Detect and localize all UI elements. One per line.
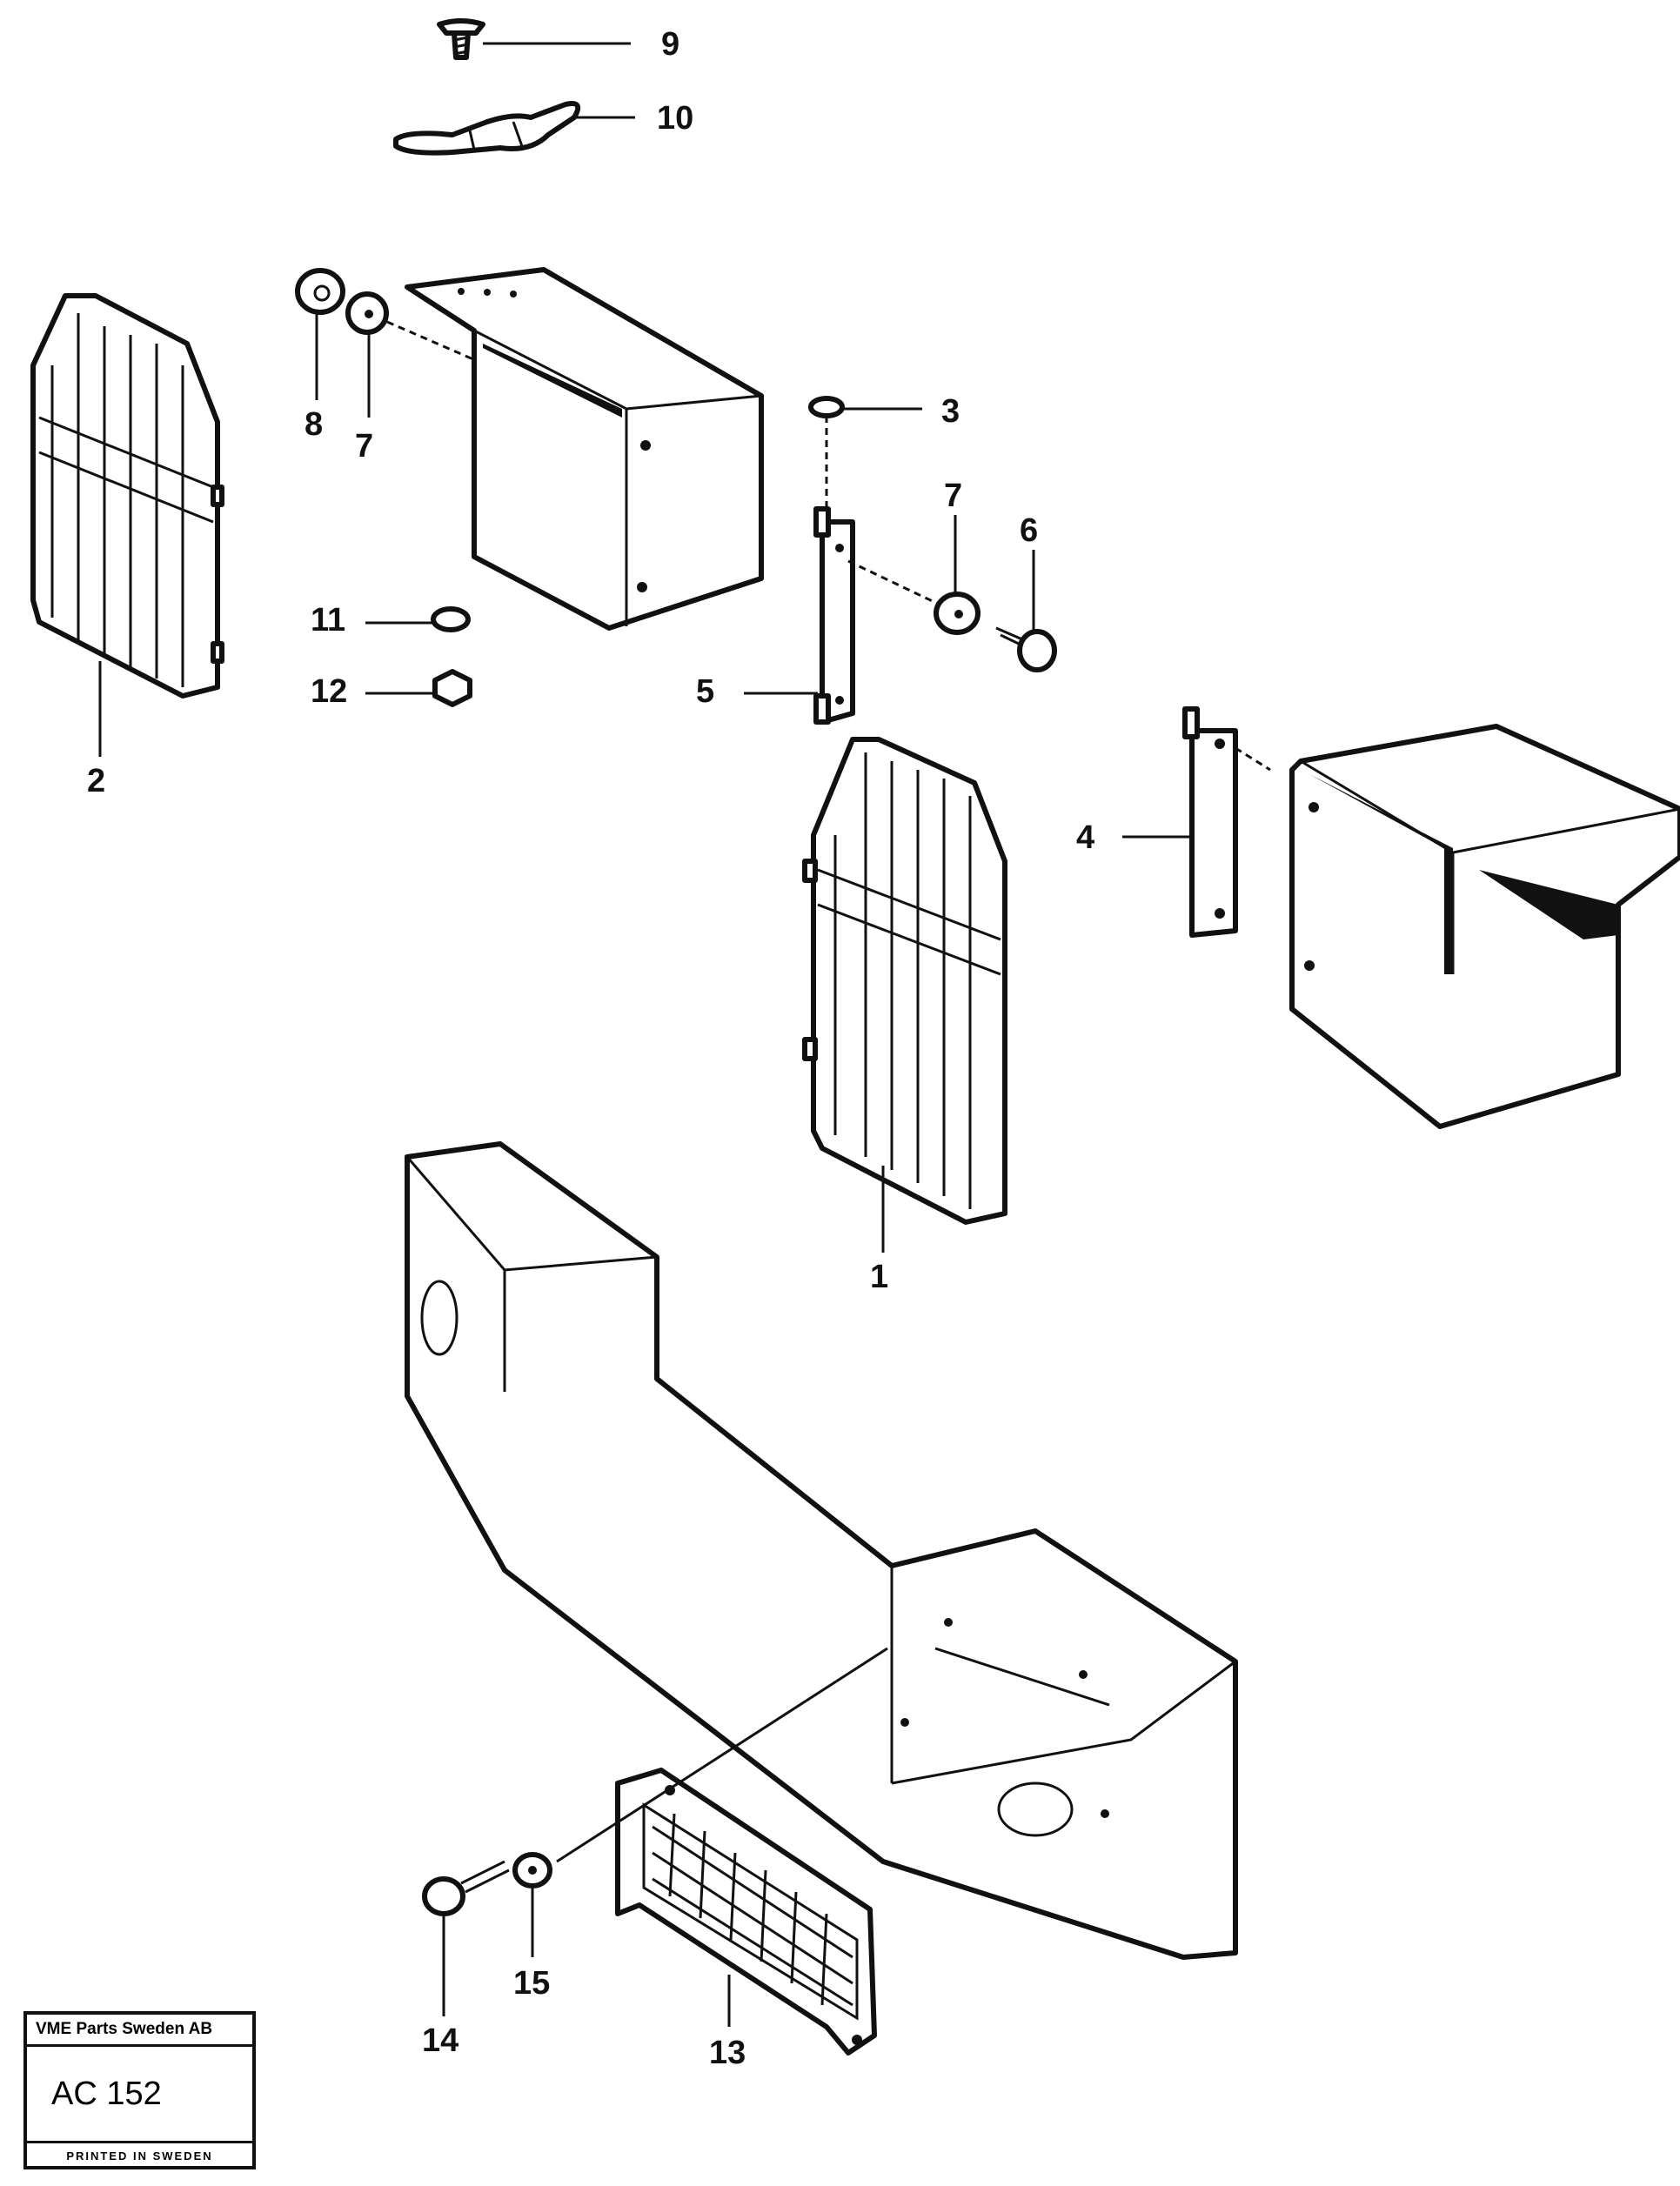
stamp-company: VME Parts Sweden AB — [27, 2015, 252, 2047]
stamp-printed: PRINTED IN SWEDEN — [66, 2149, 213, 2163]
callout-12: 12 — [311, 673, 347, 710]
washer-part-3 — [808, 396, 845, 418]
callout-1: 1 — [870, 1259, 888, 1295]
title-stamp: VME Parts Sweden AB AC 152 PRINTED IN SW… — [23, 2011, 256, 2169]
callout-2: 2 — [87, 763, 105, 799]
callout-8: 8 — [305, 406, 323, 443]
alignment-line-4 — [1235, 746, 1271, 772]
screw-part-9 — [437, 18, 485, 60]
bolt-part-14 — [422, 1860, 510, 1916]
washer-part-7-right — [934, 592, 981, 635]
callout-7-top: 7 — [355, 428, 373, 465]
callout-10: 10 — [657, 100, 693, 137]
clip-part-10 — [393, 101, 581, 156]
washer-part-15 — [512, 1852, 552, 1889]
right-housing-box — [1289, 724, 1680, 1129]
mesh-plate-part-13 — [615, 1768, 877, 2056]
alignment-line-7 — [847, 559, 940, 606]
callout-3: 3 — [941, 393, 960, 430]
callout-11: 11 — [311, 602, 345, 638]
nut-part-12 — [432, 669, 472, 707]
callout-4: 4 — [1076, 819, 1094, 856]
nut-part-8 — [295, 268, 345, 315]
knob-screw-part-6 — [995, 626, 1057, 672]
lower-beam-housing — [405, 1141, 1238, 1960]
callout-14: 14 — [422, 2022, 458, 2059]
stamp-code: AC 152 — [27, 2047, 252, 2143]
alignment-line-13 — [556, 1647, 888, 1863]
callout-9: 9 — [661, 26, 679, 63]
washer-part-11 — [431, 606, 471, 632]
callout-6: 6 — [1020, 512, 1038, 549]
grille-part-1 — [802, 737, 1007, 1225]
hinge-part-5 — [813, 506, 855, 725]
grille-part-2 — [30, 293, 224, 699]
callout-13: 13 — [709, 2035, 746, 2071]
hinge-part-4 — [1182, 706, 1238, 938]
alignment-line-top — [386, 320, 488, 367]
callout-7-right: 7 — [944, 478, 962, 514]
callout-5: 5 — [696, 673, 714, 710]
upper-housing-box — [405, 267, 764, 631]
callout-15: 15 — [513, 1965, 550, 2002]
washer-part-7-top — [345, 291, 389, 335]
